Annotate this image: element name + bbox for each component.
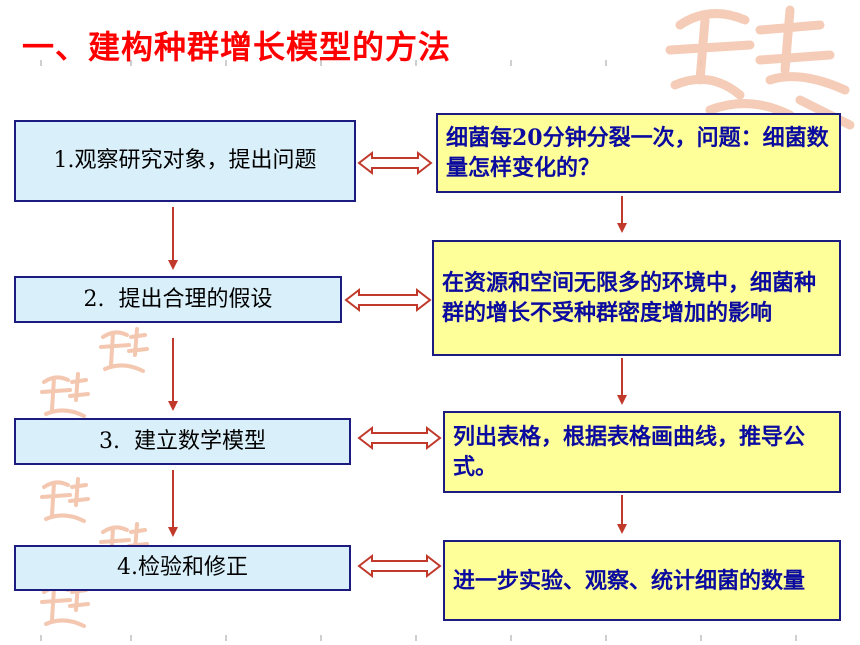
double-arrow-icon-1	[357, 150, 433, 176]
step-label-4: 4.检验和修正	[117, 555, 248, 580]
step-box-2: 2. 提出合理的假设	[14, 276, 342, 323]
detail-box-3: 列出表格，根据表格画曲线，推导公式。	[443, 411, 841, 493]
detail-text-2: 在资源和空间无限多的环境中，细菌种群的增长不受种群密度增加的影响	[442, 270, 817, 326]
step-box-3: 3. 建立数学模型	[14, 418, 351, 465]
double-arrow-icon-4	[357, 553, 442, 579]
double-arrow-icon-2	[344, 287, 432, 313]
detail-text-3: 列出表格，根据表格画曲线，推导公式。	[453, 424, 806, 480]
step-label-3: 3. 建立数学模型	[99, 428, 266, 454]
step-box-4: 4.检验和修正	[14, 545, 351, 591]
seal-watermark-large	[665, 5, 855, 130]
detail-box-4: 进一步实验、观察、统计细菌的数量	[443, 540, 841, 621]
detail-box-2: 在资源和空间无限多的环境中，细菌种群的增长不受种群密度增加的影响	[432, 240, 841, 356]
seal-watermark-small-1	[99, 327, 149, 373]
seal-watermark-small-3	[40, 477, 90, 523]
double-arrow-icon-3	[357, 425, 442, 451]
step-label-1: 1.观察研究对象，提出问题	[53, 148, 317, 173]
seal-watermark-small-2	[40, 372, 90, 418]
step-label-2: 2. 提出合理的假设	[83, 286, 273, 312]
detail-text-4: 进一步实验、观察、统计细菌的数量	[453, 567, 806, 594]
step-box-1: 1.观察研究对象，提出问题	[14, 120, 356, 202]
detail-box-1: 细菌每20分钟分裂一次，问题：细菌数量怎样变化的？	[436, 113, 841, 193]
detail-text-1: 细菌每20分钟分裂一次，问题：细菌数量怎样变化的？	[446, 125, 829, 181]
page-title: 一、建构种群增长模型的方法	[22, 28, 452, 66]
